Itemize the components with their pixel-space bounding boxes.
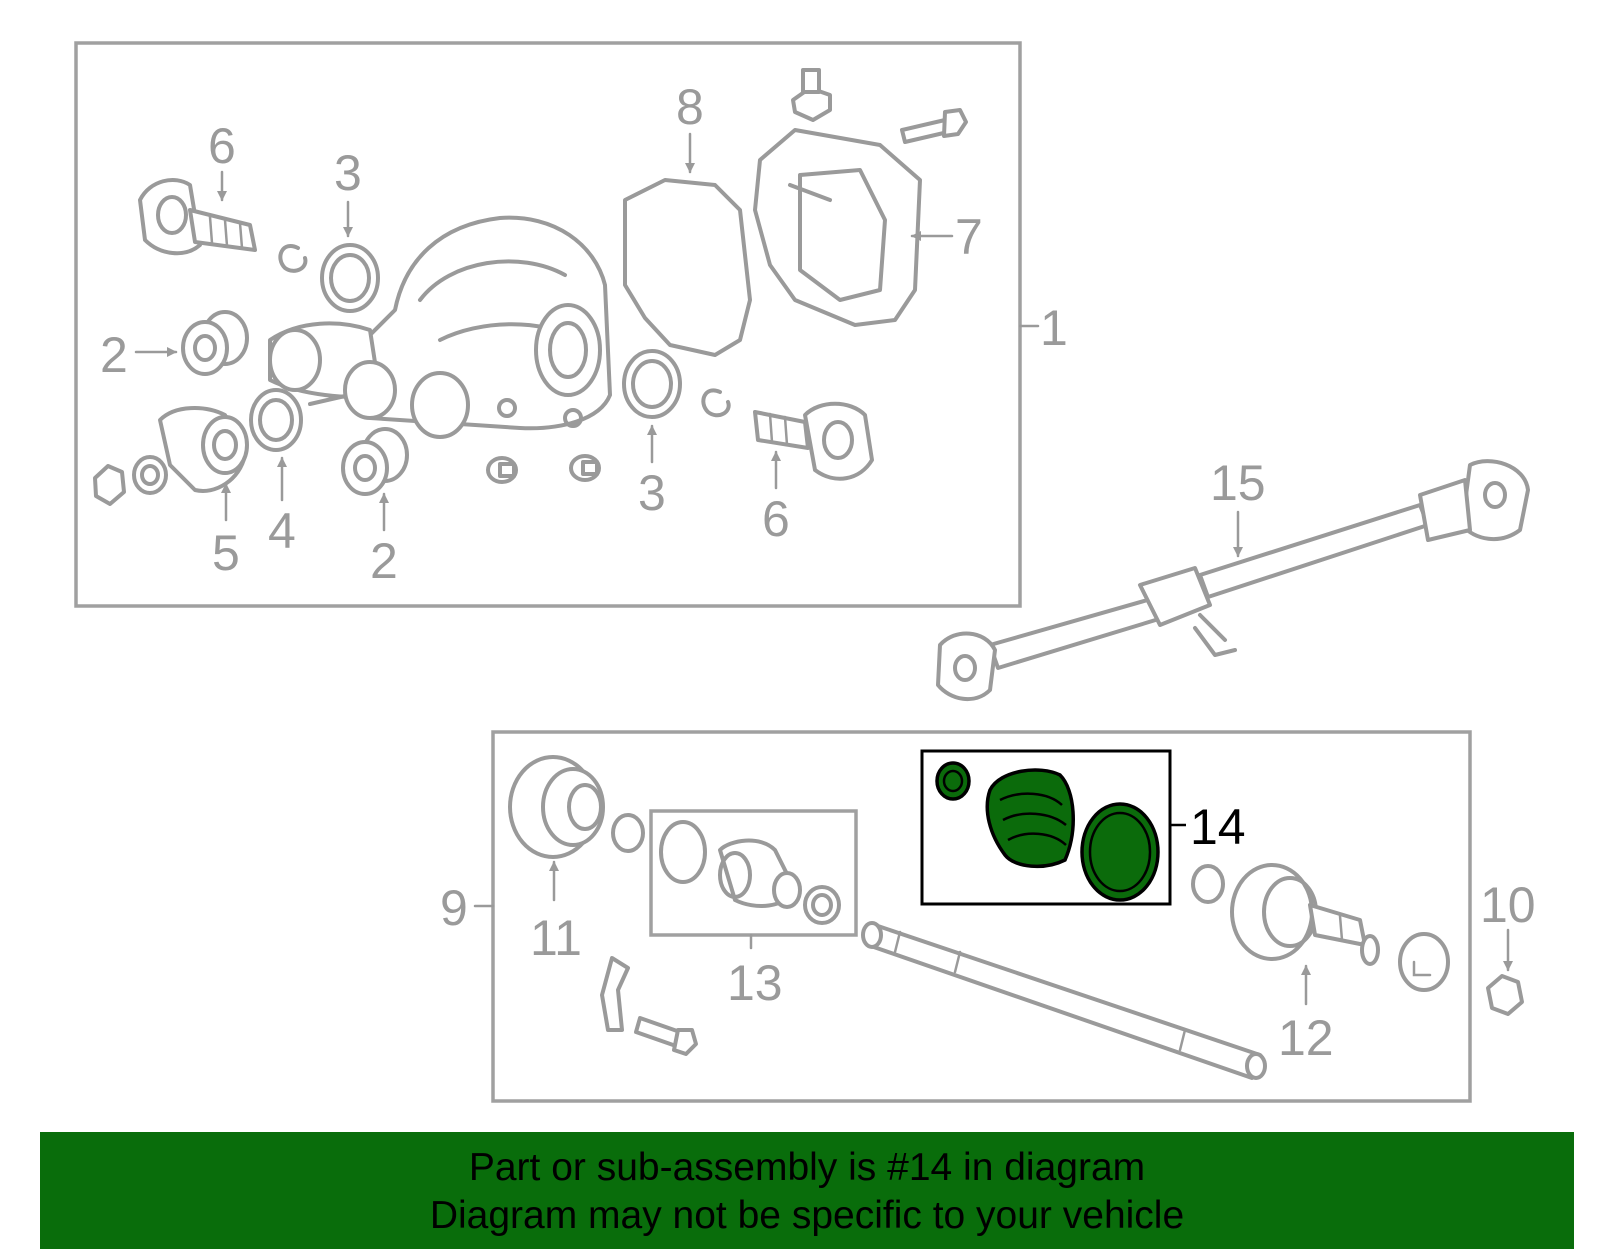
callout-14[interactable]: 14 [1190,799,1246,855]
seal-lower[interactable] [622,349,682,419]
banner-line-1: Part or sub-assembly is #14 in diagram [468,1146,1146,1189]
bushing-lower[interactable] [341,427,409,496]
callout-4[interactable]: 4 [268,503,296,559]
info-banner: Part or sub-assembly is #14 in diagram D… [40,1132,1574,1249]
callout-13[interactable]: 13 [727,955,783,1011]
output-flange-left[interactable] [138,178,257,256]
plug-left[interactable] [486,456,518,484]
snap-ring-left[interactable] [278,244,308,273]
bracket-bolt[interactable] [634,1016,698,1056]
snap-ring-right[interactable] [701,388,731,418]
group-box-axle [491,730,1472,1103]
banner-line-2: Diagram may not be specific to your vehi… [429,1194,1185,1237]
callout-3a[interactable]: 3 [334,145,362,201]
callout-8[interactable]: 8 [676,79,704,135]
callout-6a[interactable]: 6 [208,118,236,174]
outer-cv-joint[interactable] [1230,863,1380,966]
callout-5[interactable]: 5 [212,525,240,581]
callout-6b[interactable]: 6 [762,491,790,547]
group-box-highlighted [920,749,1172,906]
callout-9[interactable]: 9 [440,880,468,936]
pinion-seal[interactable] [249,388,303,452]
boot-kit-parts[interactable] [659,820,841,925]
axle-nut[interactable] [1486,974,1524,1016]
callout-7[interactable]: 7 [955,209,983,265]
output-flange-right[interactable] [753,401,874,481]
pinion-nut[interactable] [93,464,126,506]
callout-3b[interactable]: 3 [638,465,666,521]
callout-11[interactable]: 11 [530,910,582,966]
propeller-shaft[interactable] [936,459,1530,702]
plug-right[interactable] [569,454,601,482]
cover-bolt[interactable] [900,108,968,144]
fill-plug[interactable] [791,68,832,122]
seal-upper[interactable] [320,243,380,313]
rear-cover[interactable] [753,128,922,327]
o-ring-right[interactable] [1191,864,1225,904]
callout-1[interactable]: 1 [1040,300,1068,356]
callout-2a[interactable]: 2 [100,327,128,383]
bracket[interactable] [600,956,630,1032]
callout-12[interactable]: 12 [1278,1010,1334,1066]
bushing-upper[interactable] [181,310,249,376]
group-box-boot-kit [649,809,858,937]
group-box-differential [74,41,1022,608]
pinion-flange[interactable] [158,406,249,493]
washer[interactable] [132,455,168,495]
cover-gasket[interactable] [623,178,752,357]
o-ring-small[interactable] [611,813,645,853]
axle-shaft[interactable] [861,921,1267,1080]
differential-housing[interactable] [268,215,612,439]
boot-kit-highlighted[interactable] [935,761,1160,902]
callout-2b[interactable]: 2 [370,533,398,589]
callout-15[interactable]: 15 [1210,455,1266,511]
joint-housing[interactable] [508,755,605,859]
hub-cap[interactable] [1398,932,1450,992]
callout-10[interactable]: 10 [1480,877,1536,933]
